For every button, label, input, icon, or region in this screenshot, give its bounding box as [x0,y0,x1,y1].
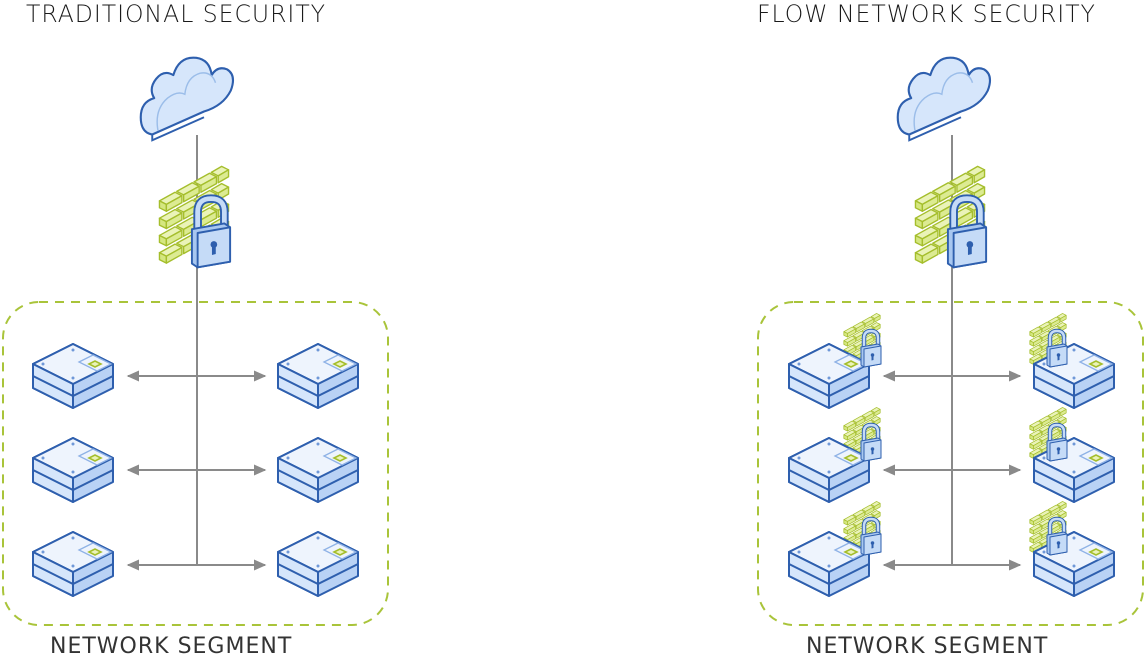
server-icon [277,343,359,409]
server-icon [277,437,359,503]
traditional-security-panel [2,56,389,626]
server-icon [32,437,114,503]
server-icon [32,343,114,409]
network-segment-label: NETWORK SEGMENT [50,634,293,659]
secured-host [1030,501,1115,597]
secured-host [788,313,881,409]
network-segment-boundary [757,301,1144,626]
cloud-icon [896,56,992,142]
secured-host [788,501,881,597]
network-segment-label: NETWORK SEGMENT [806,634,1049,659]
network-segment-boundary [2,301,389,626]
secured-host [1030,407,1115,503]
host-connections [126,370,267,571]
flow-network-security-panel [757,56,1144,626]
traditional-security-title: TRADITIONAL SECURITY [26,0,327,28]
host-connections [882,370,1022,571]
server-icon [32,531,114,597]
server-icon [277,531,359,597]
cloud-icon [139,56,235,142]
flow-network-security-title: FLOW NETWORK SECURITY [757,0,1096,28]
secured-host [1030,313,1115,409]
secured-host [788,407,881,503]
